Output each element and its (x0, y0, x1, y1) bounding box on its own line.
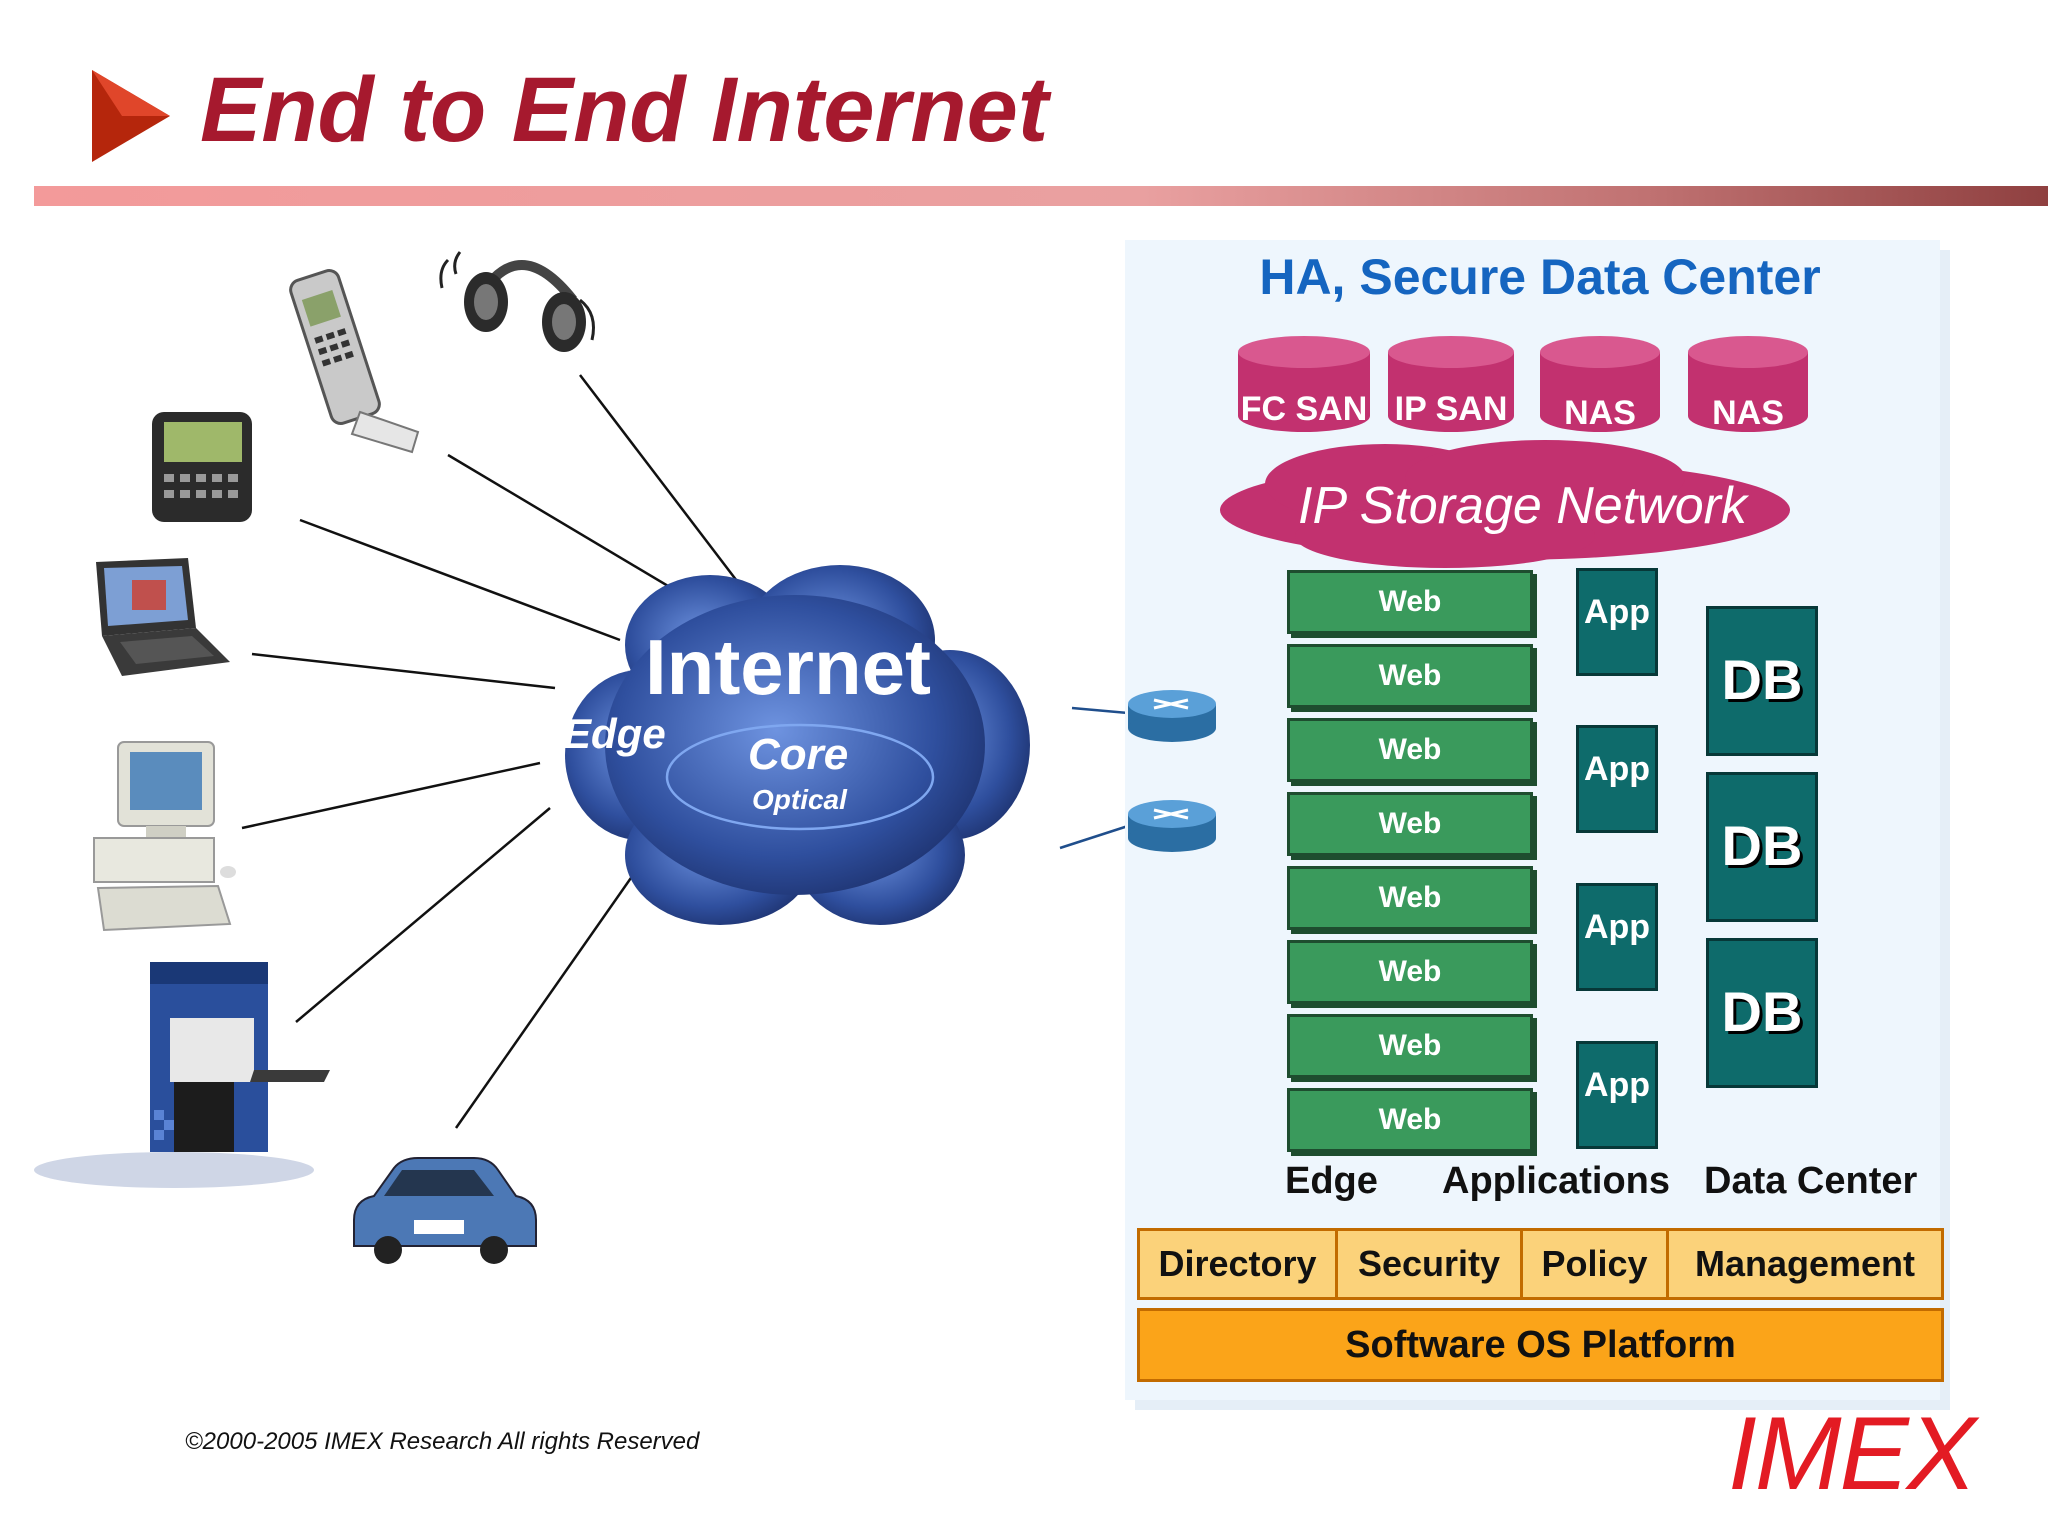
app-server: App (1576, 725, 1658, 833)
storage-label: FC SAN (1240, 390, 1368, 428)
storage-network-label: IP Storage Network (1298, 477, 1747, 535)
web-server: Web (1287, 570, 1533, 634)
datacenter-title: HA, Secure Data Center (1259, 249, 1821, 305)
tier-label-data-center: Data Center (1704, 1160, 1918, 1202)
app-server: App (1576, 1041, 1658, 1149)
storage-label: NAS (1712, 394, 1784, 432)
service-management: Management (1694, 1243, 1916, 1284)
cell-phone-icon (289, 269, 420, 454)
app-server: App (1576, 883, 1658, 991)
db-server: DB (1706, 938, 1818, 1088)
kiosk-icon (34, 962, 330, 1188)
router-icon (1128, 690, 1216, 742)
copyright-text: ©2000-2005 IMEX Research All rights Rese… (185, 1428, 700, 1455)
storage-label: IP SAN (1394, 390, 1508, 428)
internet-label: Internet (645, 623, 932, 711)
edge-label: Edge (563, 710, 666, 757)
headphones-icon (439, 251, 595, 352)
storage-network-cloud (1220, 440, 1790, 568)
db-server: DB (1706, 606, 1818, 756)
laptop-icon (96, 558, 230, 676)
service-security: Security (1338, 1231, 1523, 1297)
title-arrow-icon (92, 70, 170, 162)
title-divider (34, 186, 2048, 206)
optical-label: Optical (752, 784, 847, 815)
web-server: Web (1287, 866, 1533, 930)
storage-cylinder-icon (1540, 336, 1660, 432)
car-icon (353, 1157, 537, 1264)
app-server: App (1576, 568, 1658, 676)
web-server: Web (1287, 718, 1533, 782)
web-server: Web (1287, 792, 1533, 856)
software-os-platform: Software OS Platform (1137, 1308, 1944, 1382)
storage-label: NAS (1564, 394, 1636, 432)
internet-cloud (565, 565, 1030, 925)
core-label: Core (748, 730, 849, 779)
storage-cylinder-icon (1688, 336, 1808, 432)
db-server: DB (1706, 772, 1818, 922)
router-icon (1128, 800, 1216, 852)
web-server: Web (1287, 644, 1533, 708)
storage-cylinder-icon (1388, 336, 1514, 432)
tier-label-edge: Edge (1285, 1160, 1378, 1202)
desktop-pc-icon (93, 741, 236, 932)
service-policy: Policy (1523, 1231, 1669, 1297)
service-directory: Directory (1140, 1231, 1338, 1297)
web-server: Web (1287, 1088, 1533, 1152)
page-title: End to End Internet (200, 59, 1049, 161)
imex-logo: IMEX (1728, 1396, 1976, 1512)
web-server: Web (1287, 1014, 1533, 1078)
pager-icon (152, 412, 252, 522)
tier-label-applications: Applications (1442, 1160, 1671, 1202)
services-bar: Directory Security Policy Management (1137, 1228, 1944, 1300)
web-server: Web (1287, 940, 1533, 1004)
storage-cylinder-icon (1238, 336, 1370, 432)
